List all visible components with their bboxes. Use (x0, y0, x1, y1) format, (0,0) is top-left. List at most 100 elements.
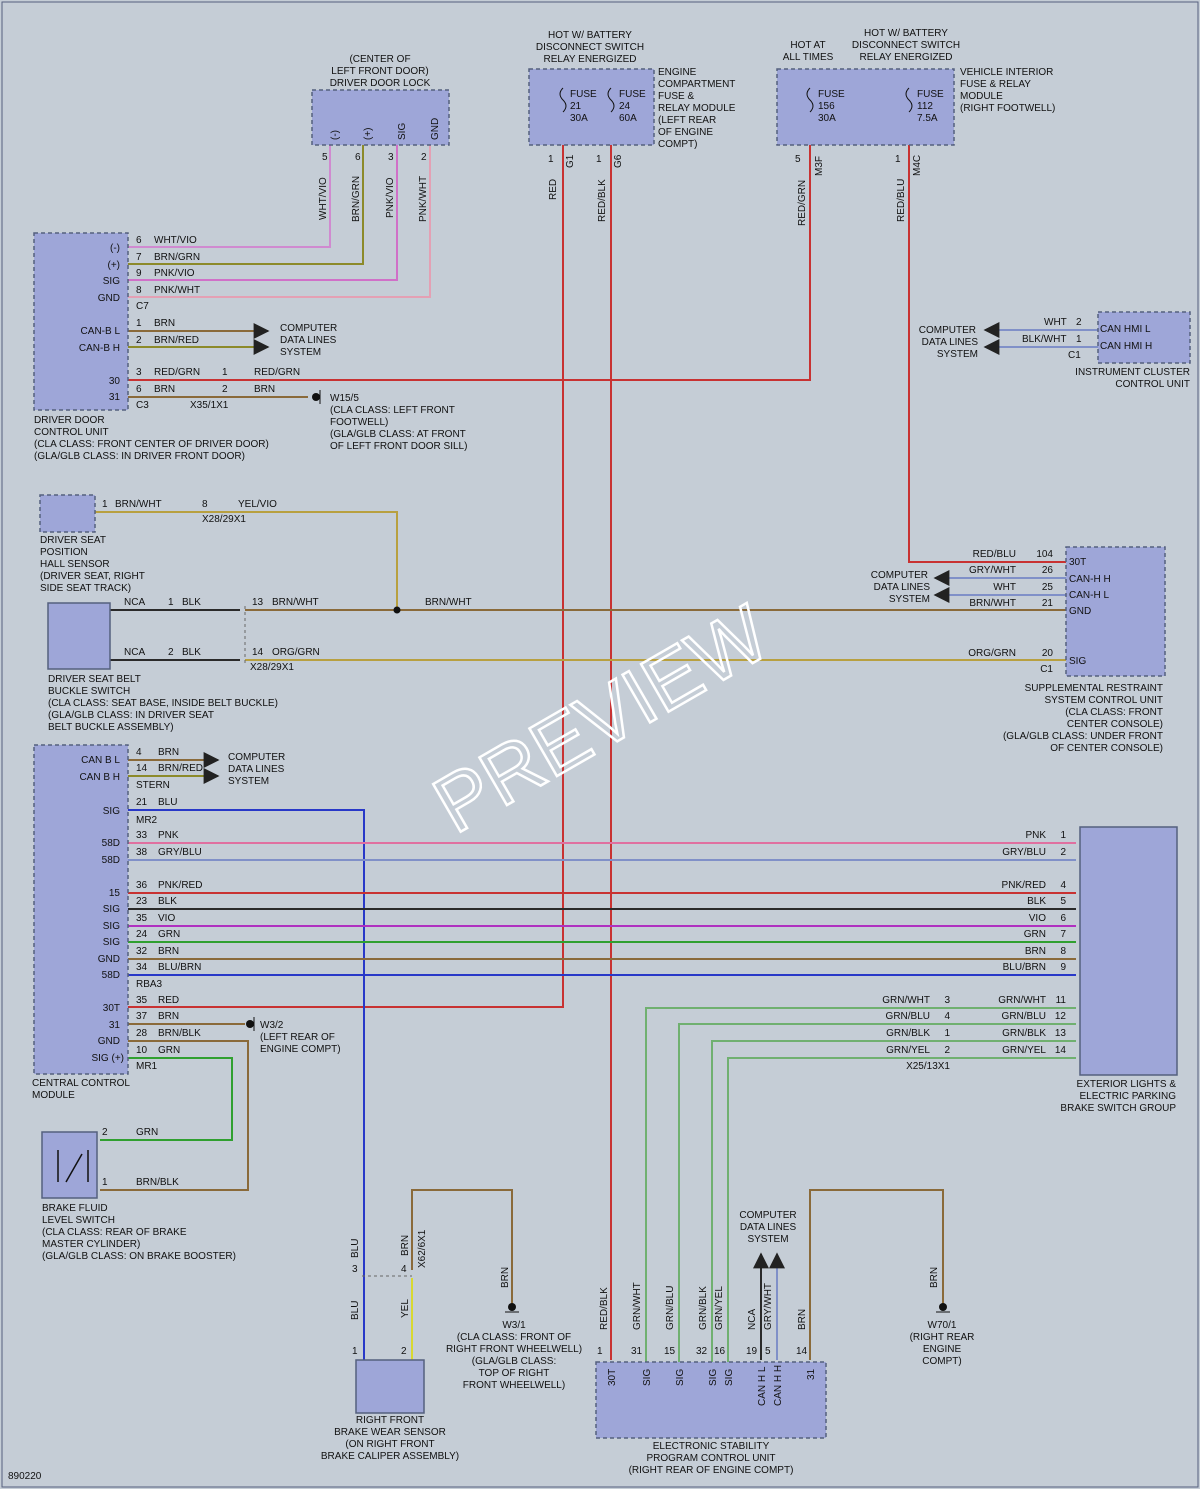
svg-text:SIG (+): SIG (+) (91, 1053, 124, 1064)
wire-red-fuse21 (128, 145, 564, 1008)
svg-text:HOT AT: HOT AT (790, 40, 825, 51)
wire-ext-grn-blk (711, 1040, 1076, 1362)
svg-text:6: 6 (136, 384, 142, 395)
svg-text:BRAKE FLUID: BRAKE FLUID (42, 1203, 108, 1214)
pin-num: 5 (795, 154, 801, 165)
svg-text:BLK/WHT: BLK/WHT (1022, 334, 1066, 345)
ccm-label: CENTRAL CONTROL MODULE (32, 1078, 130, 1101)
svg-text:SYSTEM: SYSTEM (228, 776, 269, 787)
cluster-label: INSTRUMENT CLUSTER CONTROL UNIT (1075, 367, 1190, 390)
svg-text:9: 9 (136, 268, 142, 279)
esp-wire-labels: RED/BLK GRN/WHT GRN/BLU GRN/BLK GRN/YEL … (597, 1267, 940, 1357)
svg-text:GRN/BLU: GRN/BLU (665, 1286, 676, 1330)
svg-text:BLK: BLK (1027, 896, 1046, 907)
svg-text:MODULE: MODULE (32, 1090, 75, 1101)
splice-dot (393, 606, 401, 614)
door-lock-pin-num: 6 (355, 152, 361, 163)
svg-text:GRN/WHT: GRN/WHT (632, 1282, 643, 1330)
wire-label: BRN/GRN (351, 176, 362, 222)
svg-text:DATA LINES: DATA LINES (740, 1222, 797, 1233)
svg-text:26: 26 (1042, 565, 1054, 576)
svg-text:RED/GRN: RED/GRN (154, 367, 200, 378)
svg-text:BRN/RED: BRN/RED (154, 335, 199, 346)
svg-text:4: 4 (1060, 880, 1066, 891)
svg-text:GRN/BLK: GRN/BLK (1002, 1028, 1046, 1039)
svg-text:OF LEFT FRONT DOOR SILL): OF LEFT FRONT DOOR SILL) (330, 441, 467, 452)
svg-text:(CLA CLASS: FRONT: (CLA CLASS: FRONT (1065, 707, 1163, 718)
wire-label: RED/GRN (797, 180, 808, 226)
fuse-21-label: FUSE 21 30A (570, 89, 597, 124)
svg-text:MR2: MR2 (136, 815, 158, 826)
svg-text:BRN: BRN (154, 384, 175, 395)
switch-lever-icon (65, 1153, 83, 1183)
svg-text:1: 1 (136, 318, 142, 329)
svg-text:2: 2 (168, 647, 174, 658)
svg-text:30T: 30T (103, 1003, 120, 1014)
svg-text:30A: 30A (818, 113, 836, 124)
ground-w155-label: W15/5 (CLA CLASS: LEFT FRONT FOOTWELL) (… (330, 393, 467, 452)
svg-text:X35/1X1: X35/1X1 (190, 400, 229, 411)
svg-text:PNK: PNK (158, 830, 179, 841)
seat-sensor-label: DRIVER SEAT POSITION HALL SENSOR (DRIVER… (40, 535, 145, 594)
svg-text:(GLA/GLB CLASS: IN DRIVER SEAT: (GLA/GLB CLASS: IN DRIVER SEAT (48, 710, 214, 721)
wire-wht-vio (128, 145, 331, 248)
svg-text:35: 35 (136, 913, 148, 924)
ground-w701-label: W70/1 (RIGHT REAR ENGINE COMPT) (910, 1320, 975, 1367)
svg-text:CAN HMI L: CAN HMI L (1100, 324, 1151, 335)
svg-text:GND: GND (1069, 606, 1091, 617)
wire-ccm-blu (128, 809, 365, 1362)
svg-text:FUSE & RELAY: FUSE & RELAY (960, 79, 1031, 90)
svg-text:112: 112 (917, 101, 933, 112)
svg-text:4: 4 (136, 747, 142, 758)
svg-text:STERN: STERN (136, 780, 170, 791)
svg-text:15: 15 (664, 1346, 676, 1357)
ccm-wire-labels: 4 14 BRN BRN/RED STERN 21 BLU MR2 33 PNK… (136, 747, 203, 1072)
svg-text:C1: C1 (1040, 664, 1053, 675)
svg-text:BRN: BRN (500, 1267, 511, 1288)
svg-text:2: 2 (1060, 847, 1066, 858)
belt-switch-box (47, 602, 111, 670)
ground-w155-icon (312, 390, 321, 404)
svg-text:1: 1 (1076, 334, 1082, 345)
svg-text:LEVEL SWITCH: LEVEL SWITCH (42, 1215, 115, 1226)
svg-text:35: 35 (136, 995, 148, 1006)
svg-text:EXTERIOR LIGHTS &: EXTERIOR LIGHTS & (1077, 1079, 1177, 1090)
wire-layer (95, 145, 1098, 1362)
svg-text:9: 9 (1060, 962, 1066, 973)
svg-text:BRN: BRN (797, 1309, 808, 1330)
svg-text:OF ENGINE: OF ENGINE (658, 127, 713, 138)
door-control-wire-pins: 6 7 9 8 WHT/VIO BRN/GRN PNK/VIO PNK/WHT … (136, 235, 300, 411)
svg-text:6: 6 (136, 235, 142, 246)
door-lock-pin-sig: SIG (397, 123, 408, 140)
brake-fluid-wires: 2 GRN 1 BRN/BLK (102, 1127, 179, 1188)
svg-text:COMPUTER: COMPUTER (280, 323, 337, 334)
svg-text:WHT/VIO: WHT/VIO (154, 235, 197, 246)
svg-text:1: 1 (597, 1346, 603, 1357)
svg-text:MODULE: MODULE (960, 91, 1003, 102)
svg-text:DATA LINES: DATA LINES (228, 764, 285, 775)
svg-text:FRONT WHEELWELL): FRONT WHEELWELL) (463, 1380, 565, 1391)
svg-text:7: 7 (1060, 929, 1066, 940)
seat-hall-sensor-box (39, 494, 96, 533)
svg-text:X62/6X1: X62/6X1 (417, 1229, 428, 1268)
svg-text:DATA LINES: DATA LINES (874, 582, 931, 593)
svg-text:(GLA/GLB CLASS: AT FRONT: (GLA/GLB CLASS: AT FRONT (330, 429, 466, 440)
svg-text:GND: GND (98, 293, 120, 304)
svg-text:DRIVER DOOR: DRIVER DOOR (34, 415, 105, 426)
svg-text:WHT: WHT (993, 582, 1016, 593)
esp-control-box (595, 1361, 827, 1439)
svg-text:2: 2 (401, 1346, 407, 1357)
svg-text:SIG: SIG (675, 1369, 686, 1386)
svg-text:INSTRUMENT CLUSTER: INSTRUMENT CLUSTER (1075, 367, 1190, 378)
svg-text:BRN: BRN (158, 1011, 179, 1022)
svg-text:14: 14 (796, 1346, 808, 1357)
svg-text:GRN/YEL: GRN/YEL (714, 1286, 725, 1330)
svg-text:BRN/WHT: BRN/WHT (115, 499, 162, 510)
svg-text:COMPUTER: COMPUTER (739, 1210, 796, 1221)
svg-text:14: 14 (1055, 1045, 1067, 1056)
svg-text:RED/BLU: RED/BLU (973, 549, 1016, 560)
svg-text:GRN/BLU: GRN/BLU (886, 1011, 930, 1022)
